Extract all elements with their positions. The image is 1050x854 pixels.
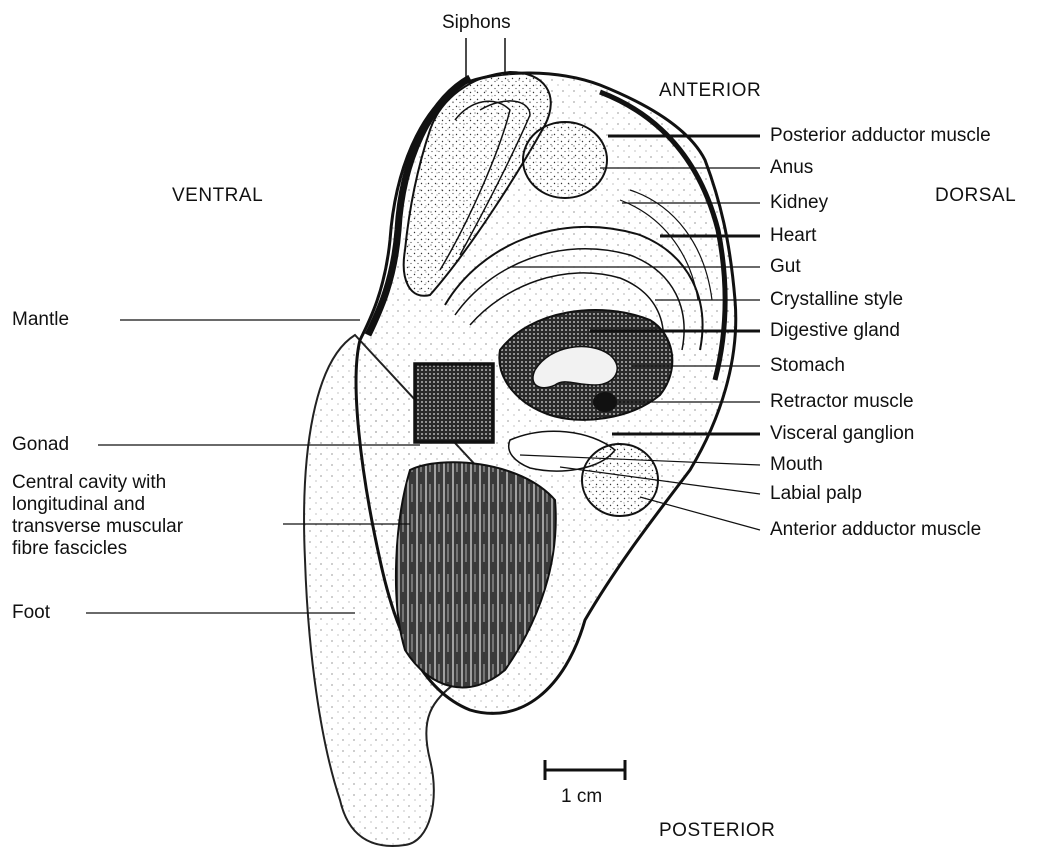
label-crystalline-style: Crystalline style — [770, 289, 903, 311]
central-cavity-line-2: longitudinal and — [12, 494, 183, 516]
label-gonad: Gonad — [12, 434, 69, 456]
label-mouth: Mouth — [770, 454, 823, 476]
label-stomach: Stomach — [770, 355, 845, 377]
gonad-inset-box — [415, 364, 493, 442]
label-labial-palp: Labial palp — [770, 483, 862, 505]
label-heart: Heart — [770, 225, 816, 247]
label-ventral: VENTRAL — [172, 185, 263, 207]
label-posterior-adductor-muscle: Posterior adductor muscle — [770, 125, 991, 147]
label-mantle: Mantle — [12, 309, 69, 331]
posterior-adductor — [523, 122, 607, 198]
label-digestive-gland: Digestive gland — [770, 320, 900, 342]
label-retractor-muscle: Retractor muscle — [770, 391, 914, 413]
label-siphons: Siphons — [442, 12, 511, 34]
label-central-cavity: Central cavity with longitudinal and tra… — [12, 472, 183, 560]
label-visceral-ganglion: Visceral ganglion — [770, 423, 914, 445]
label-anterior-adductor-muscle: Anterior adductor muscle — [770, 519, 981, 541]
label-anterior: ANTERIOR — [659, 80, 761, 102]
scale-bar-label: 1 cm — [561, 786, 602, 808]
anterior-adductor — [582, 444, 658, 516]
label-foot: Foot — [12, 602, 50, 624]
label-posterior: POSTERIOR — [659, 820, 775, 842]
central-cavity-line-3: transverse muscular — [12, 516, 183, 538]
label-dorsal: DORSAL — [935, 185, 1016, 207]
central-cavity-line-4: fibre fascicles — [12, 538, 183, 560]
central-cavity-line-1: Central cavity with — [12, 472, 183, 494]
label-kidney: Kidney — [770, 192, 828, 214]
label-gut: Gut — [770, 256, 801, 278]
scale-bar-graphic — [545, 760, 625, 780]
label-anus: Anus — [770, 157, 813, 179]
